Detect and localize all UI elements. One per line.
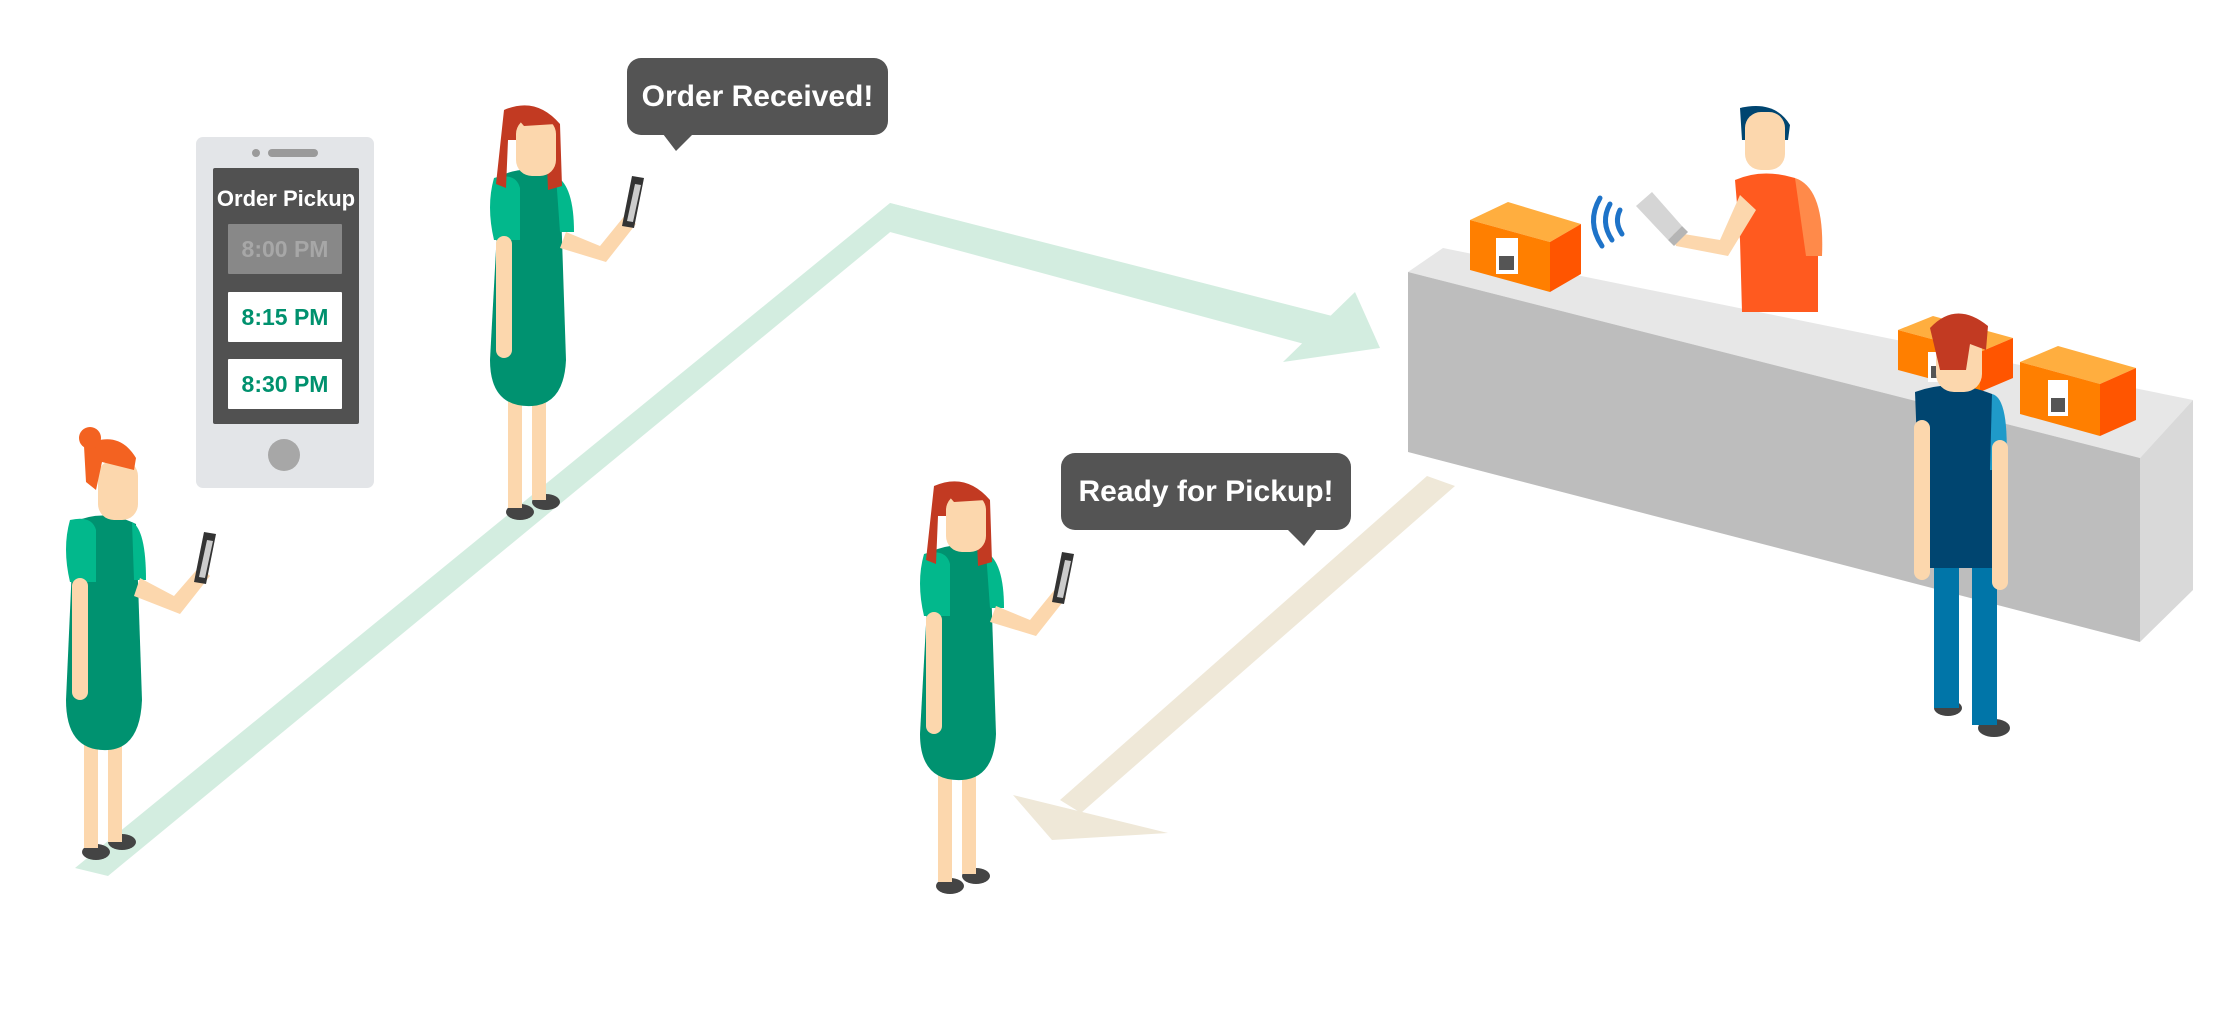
staff-member	[1591, 106, 1823, 312]
customer-at-counter	[1914, 313, 2010, 737]
phone-icon	[194, 532, 216, 584]
time-slot-800: 8:00 PM	[228, 224, 342, 274]
order-received-bubble: Order Received!	[627, 58, 888, 135]
phone-icon	[622, 176, 644, 228]
order-received-bubble-tail	[663, 134, 693, 151]
customer-woman-notified	[920, 481, 1074, 894]
time-slot-815[interactable]: 8:15 PM	[228, 292, 342, 342]
package-box-1	[1470, 202, 1581, 292]
order-pickup-phone-mockup: Order Pickup 8:00 PM 8:15 PM 8:30 PM	[196, 137, 374, 488]
package-box-3	[2020, 346, 2136, 436]
ready-for-pickup-bubble-tail	[1287, 529, 1317, 546]
beige-flow-arrow	[1013, 476, 1455, 840]
phone-home-button-icon	[268, 439, 300, 471]
phone-speaker-icon	[268, 149, 318, 157]
phone-screen: Order Pickup 8:00 PM 8:15 PM 8:30 PM	[213, 168, 359, 424]
qr-code-icon	[1499, 256, 1514, 270]
phone-camera-icon	[252, 149, 260, 157]
nfc-wave-icon	[1591, 195, 1625, 249]
phone-icon	[1052, 552, 1074, 604]
order-pickup-title: Order Pickup	[216, 186, 356, 211]
green-flow-arrow	[75, 203, 1380, 876]
customer-woman-ordering	[66, 427, 216, 860]
time-slot-830[interactable]: 8:30 PM	[228, 359, 342, 409]
scanner-icon	[1636, 192, 1688, 246]
customer-woman-ordered	[490, 105, 644, 520]
qr-code-icon	[2051, 398, 2065, 412]
ready-for-pickup-bubble: Ready for Pickup!	[1061, 453, 1351, 530]
